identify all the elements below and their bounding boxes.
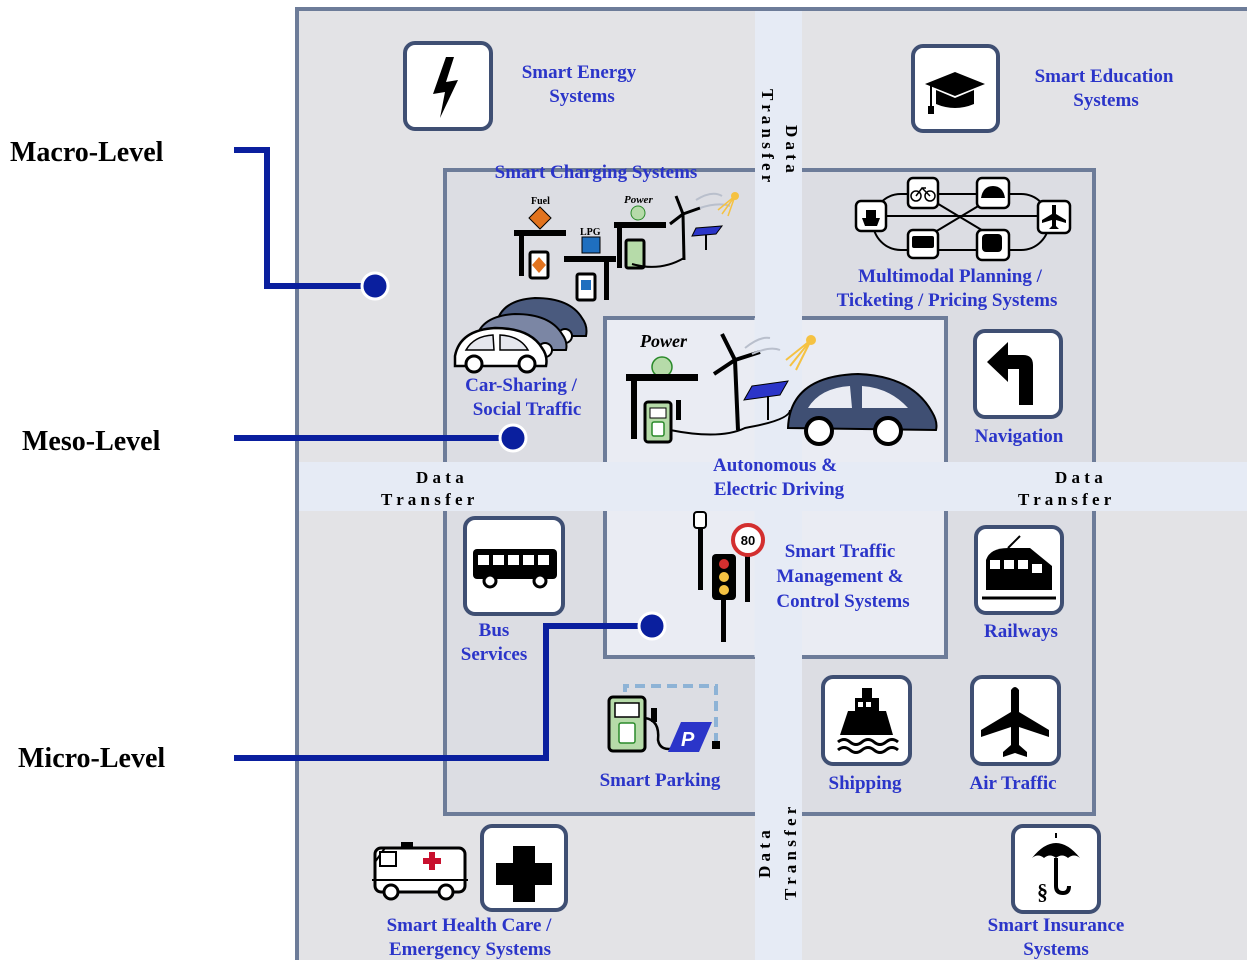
bus-services-item: Bus Services bbox=[461, 516, 565, 665]
svg-text:Railways: Railways bbox=[984, 621, 1058, 642]
svg-text:Navigation: Navigation bbox=[975, 426, 1064, 447]
svg-text:Emergency Systems: Emergency Systems bbox=[389, 939, 551, 960]
svg-text:Systems: Systems bbox=[549, 86, 614, 107]
multimodal-network-icon bbox=[854, 176, 1072, 262]
smart-parking-item: P Smart Parking bbox=[600, 684, 721, 791]
svg-text:T r a n s f e r: T r a n s f e r bbox=[758, 89, 777, 183]
car-sharing-item: Car-Sharing / Social Traffic bbox=[453, 296, 588, 420]
svg-text:Services: Services bbox=[461, 644, 527, 665]
svg-text:Smart Education: Smart Education bbox=[1035, 66, 1174, 87]
svg-text:Multimodal Planning /: Multimodal Planning / bbox=[858, 266, 1042, 287]
svg-text:Management &: Management & bbox=[776, 566, 903, 587]
svg-text:Smart Health Care /: Smart Health Care / bbox=[387, 915, 553, 936]
svg-text:Power: Power bbox=[624, 194, 653, 206]
shipping-item: Shipping bbox=[821, 675, 912, 794]
svg-text:Control Systems: Control Systems bbox=[776, 591, 909, 612]
svg-text:D a t a: D a t a bbox=[1055, 468, 1103, 487]
svg-text:Ticketing / Pricing Systems: Ticketing / Pricing Systems bbox=[837, 290, 1058, 311]
smart-charging-item: Smart Charging Systems Fuel LPG Power bbox=[495, 162, 739, 302]
car-icon bbox=[786, 372, 938, 446]
data-transfer-label-right: D a t a T r a n s f e r bbox=[1018, 468, 1112, 509]
meso-level-connector bbox=[234, 423, 528, 453]
solar-panel-icon bbox=[691, 192, 739, 250]
svg-text:T r a n s f e r: T r a n s f e r bbox=[381, 490, 475, 509]
svg-text:Smart Parking: Smart Parking bbox=[600, 770, 721, 791]
svg-text:Car-Sharing /: Car-Sharing / bbox=[465, 375, 577, 396]
micro-level-label: Micro-Level bbox=[18, 743, 165, 774]
svg-text:Bus: Bus bbox=[479, 620, 510, 641]
svg-text:Autonomous &: Autonomous & bbox=[713, 455, 837, 476]
autonomous-electric-item: Power Autonomous & El bbox=[626, 331, 938, 500]
data-transfer-label-bottom: D a t a T r a n s f e r bbox=[755, 806, 800, 900]
svg-text:D a t a: D a t a bbox=[416, 468, 464, 487]
parking-icon: P bbox=[607, 684, 720, 753]
svg-text:Social Traffic: Social Traffic bbox=[473, 399, 582, 420]
turn-left-arrow-icon bbox=[973, 329, 1063, 419]
speed-limit-sign-icon: 80 bbox=[731, 523, 765, 602]
fuel-station-icon: Fuel bbox=[514, 196, 566, 280]
svg-text:Systems: Systems bbox=[1073, 90, 1138, 111]
macro-level-connector bbox=[234, 147, 390, 301]
micro-level-connector bbox=[234, 611, 667, 761]
charging-station-icon: Power bbox=[614, 194, 666, 270]
car-icon bbox=[453, 296, 588, 374]
svg-text:Smart Charging Systems: Smart Charging Systems bbox=[495, 162, 698, 183]
smart-traffic-item: 80 Smart Traffic Management & Control Sy… bbox=[693, 511, 910, 642]
lpg-station-icon: LPG bbox=[564, 227, 616, 302]
svg-text:LPG: LPG bbox=[580, 227, 601, 238]
data-transfer-label-top: D a t a T r a n s f e r bbox=[758, 89, 801, 183]
multimodal-item: Multimodal Planning / Ticketing / Pricin… bbox=[837, 176, 1072, 311]
svg-text:Smart Energy: Smart Energy bbox=[522, 62, 637, 83]
svg-text:Power: Power bbox=[639, 331, 688, 351]
solar-panel-icon bbox=[743, 335, 816, 420]
svg-text:§: § bbox=[1037, 879, 1048, 904]
navigation-item: Navigation bbox=[973, 329, 1064, 447]
svg-text:P: P bbox=[681, 729, 695, 751]
traffic-light-icon bbox=[693, 511, 736, 642]
smart-health-care-item: Smart Health Care / Emergency Systems bbox=[372, 824, 568, 960]
svg-text:Systems: Systems bbox=[1023, 939, 1088, 960]
svg-text:D a t a: D a t a bbox=[782, 125, 801, 173]
svg-text:80: 80 bbox=[741, 533, 755, 548]
svg-text:Electric Driving: Electric Driving bbox=[714, 479, 845, 500]
svg-text:T r a n s f e r: T r a n s f e r bbox=[1018, 490, 1112, 509]
svg-text:T r a n s f e r: T r a n s f e r bbox=[781, 806, 800, 900]
wind-turbine-icon bbox=[712, 333, 781, 431]
svg-text:Fuel: Fuel bbox=[531, 196, 550, 207]
meso-level-label: Meso-Level bbox=[22, 426, 161, 457]
smart-insurance-item: § Smart Insurance Systems bbox=[988, 824, 1125, 960]
data-transfer-band-horizontal bbox=[299, 462, 1247, 511]
wind-turbine-icon bbox=[669, 192, 731, 261]
macro-level-label: Macro-Level bbox=[10, 137, 164, 168]
railways-item: Railways bbox=[974, 525, 1064, 642]
air-traffic-item: Air Traffic bbox=[969, 675, 1061, 794]
svg-text:Shipping: Shipping bbox=[829, 773, 902, 794]
charging-station-icon bbox=[626, 356, 698, 444]
data-transfer-label-left: D a t a T r a n s f e r bbox=[381, 468, 475, 509]
smart-education-item: Smart Education Systems bbox=[911, 44, 1174, 133]
smart-energy-item: Smart Energy Systems bbox=[403, 41, 637, 131]
svg-text:Smart Insurance: Smart Insurance bbox=[988, 915, 1125, 936]
ambulance-icon bbox=[372, 842, 468, 901]
svg-text:Smart Traffic: Smart Traffic bbox=[785, 541, 896, 562]
svg-text:D a t a: D a t a bbox=[755, 830, 774, 878]
svg-text:Air Traffic: Air Traffic bbox=[969, 773, 1056, 794]
